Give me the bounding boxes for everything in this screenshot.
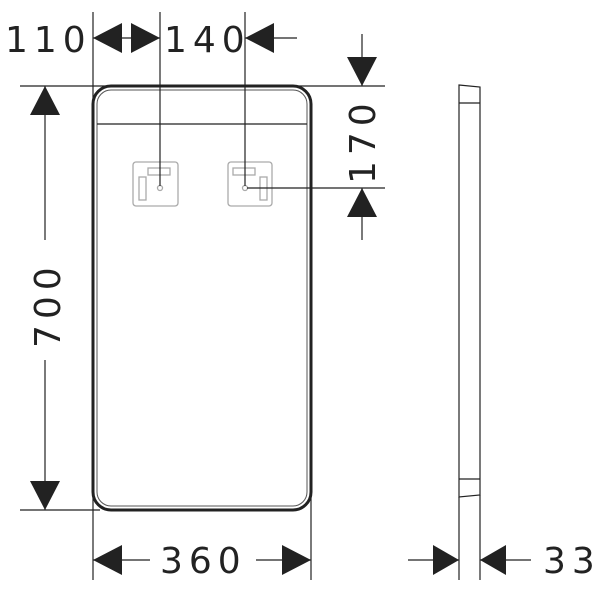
- socket-left: [132, 161, 179, 207]
- dimension-700: 700: [28, 86, 69, 510]
- dim-110: 110: [5, 20, 92, 61]
- dim-170: 170: [343, 97, 384, 184]
- arrow-left-icon: [480, 545, 506, 575]
- dimension-360: 360: [93, 541, 311, 582]
- arrow-up-icon: [30, 86, 60, 115]
- arrow-left-icon: [245, 23, 274, 53]
- arrow-right-icon: [282, 545, 311, 575]
- arrow-down-icon: [347, 57, 377, 86]
- arrow-up-icon: [347, 188, 377, 217]
- arrow-right-icon: [131, 23, 160, 53]
- extension-lines: [20, 12, 385, 580]
- dim-33: 33: [543, 541, 600, 582]
- dim-360: 360: [160, 541, 247, 582]
- dim-140: 140: [164, 20, 251, 61]
- socket-right: [227, 161, 273, 207]
- dimension-170: 170: [343, 34, 384, 240]
- dimension-33: 33: [408, 541, 600, 582]
- arrow-down-icon: [30, 481, 60, 510]
- arrow-right-icon: [433, 545, 459, 575]
- dim-700: 700: [28, 261, 69, 348]
- arrow-left-icon: [93, 545, 122, 575]
- mirror-front-view: [91, 84, 313, 512]
- dimension-top: 110 140: [5, 20, 297, 61]
- arrow-left-icon: [93, 23, 122, 53]
- mirror-side-view: [458, 84, 481, 580]
